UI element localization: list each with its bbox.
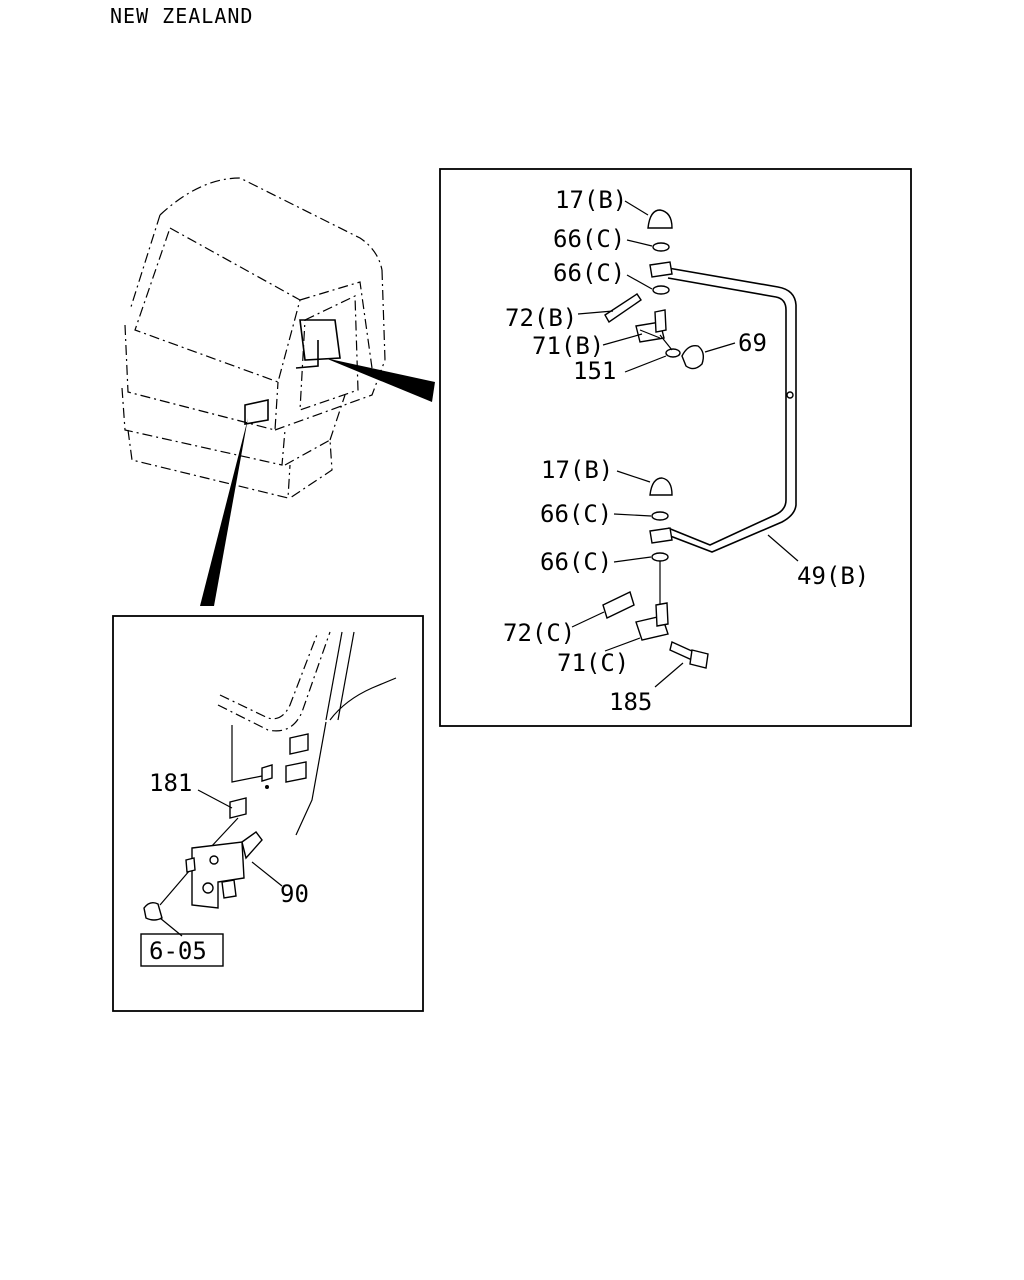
truck-cab-illustration	[121, 177, 435, 606]
callout-90: 90	[280, 880, 309, 908]
washer-66c-3	[651, 511, 669, 521]
cap-nut-17b-bottom	[649, 477, 673, 496]
callout-185: 185	[609, 688, 652, 716]
plate-72c	[602, 591, 635, 619]
cap-nut-69	[681, 345, 705, 370]
callout-66c-2: 66(C)	[553, 259, 625, 287]
callout-66c-1: 66(C)	[553, 225, 625, 253]
bracket-detail	[143, 631, 397, 921]
pad-181	[229, 797, 247, 819]
callout-69: 69	[738, 329, 767, 357]
callout-49b: 49(B)	[797, 562, 869, 590]
washer-66c-2	[652, 285, 670, 295]
callout-66c-3: 66(C)	[540, 500, 612, 528]
washer-66c-1	[652, 242, 670, 252]
callout-72c: 72(C)	[503, 619, 575, 647]
ref-box	[140, 933, 224, 967]
callout-71c: 71(C)	[557, 649, 629, 677]
callout-66c-4: 66(C)	[540, 548, 612, 576]
washer-66c-4	[651, 552, 669, 562]
bracket-90	[191, 841, 245, 909]
mirror-stay-detail	[602, 209, 797, 669]
callout-181: 181	[149, 769, 192, 797]
washer-151	[665, 348, 681, 358]
cap-nut-17b-top	[647, 209, 673, 229]
bolt-6-05	[143, 901, 163, 921]
callout-151: 151	[573, 357, 616, 385]
plate-72b	[604, 293, 642, 324]
bracket-detail-frame	[112, 615, 424, 1012]
callout-71b: 71(B)	[532, 332, 604, 360]
ref-6-05: 6-05	[149, 937, 207, 965]
callout-17b-top: 17(B)	[555, 186, 627, 214]
callout-72b: 72(B)	[505, 304, 577, 332]
callout-17b-bottom: 17(B)	[541, 456, 613, 484]
detail-leaders	[571, 200, 799, 688]
mirror-stay-detail-frame	[439, 168, 912, 727]
bracket-leaders	[159, 789, 283, 937]
region-header: NEW ZEALAND	[110, 4, 253, 28]
